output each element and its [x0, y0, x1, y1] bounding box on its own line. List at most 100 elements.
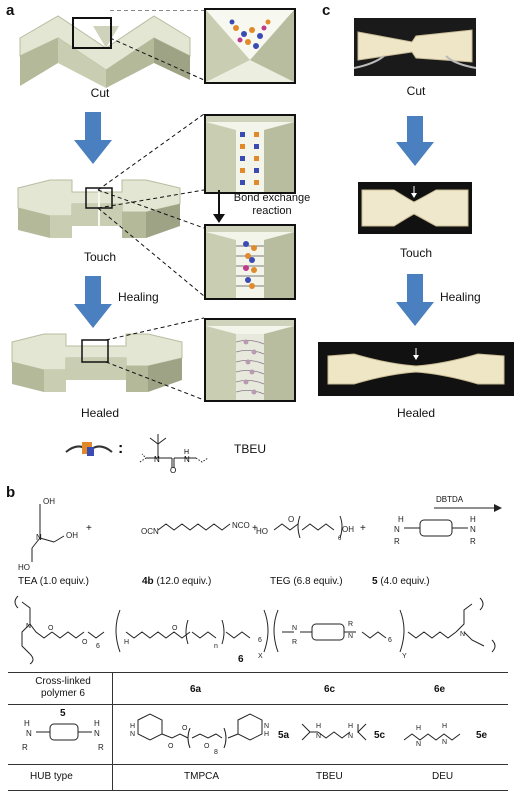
svg-text:H: H — [94, 719, 100, 728]
svg-text:6: 6 — [96, 643, 100, 650]
touch-label: Touch — [83, 250, 117, 264]
svg-text:8: 8 — [214, 749, 218, 756]
deu-structure: HN HN — [403, 723, 461, 748]
cut-photo — [354, 18, 476, 76]
reagent-4b-name: 4b — [142, 576, 154, 587]
down-arrow-icon — [74, 112, 112, 164]
row1-value-6a: 6a — [190, 684, 202, 695]
healed-label-a: Healed — [80, 406, 120, 420]
panel-b-letter: b — [6, 484, 16, 501]
panel-c-letter: c — [322, 2, 331, 19]
svg-text:H: H — [442, 723, 447, 730]
row3-value-tmpca: TMPCA — [184, 771, 219, 782]
cut-label: Cut — [90, 86, 110, 100]
svg-text:H: H — [398, 515, 404, 524]
panel-a-letter: a — [6, 2, 15, 19]
svg-text:N: N — [348, 733, 353, 740]
row2-value-5c: 5c — [374, 730, 386, 741]
cut-zoom-box — [204, 8, 296, 84]
svg-text:HO: HO — [256, 527, 268, 536]
svg-text:NCO: NCO — [232, 521, 250, 530]
table-rule-1 — [8, 704, 508, 705]
svg-text:HO: HO — [18, 563, 30, 572]
svg-text:R: R — [98, 743, 104, 752]
svg-text:Y: Y — [402, 653, 407, 660]
healed-zoom-dashes — [106, 317, 205, 401]
row1-header-line2: polymer 6 — [41, 688, 85, 699]
svg-text:R: R — [348, 621, 353, 628]
reagent-tea-name: TEA — [18, 576, 37, 587]
svg-text:OH: OH — [342, 525, 354, 534]
down-arrow-c-icon — [396, 116, 434, 166]
hub-5-structure: HNR HNR — [22, 719, 104, 752]
touch-zoom-dashes — [97, 113, 205, 297]
reagent-5: 5 (4.0 equiv.) — [372, 576, 430, 587]
touch-photo — [358, 182, 472, 234]
plus-2: + — [252, 523, 258, 534]
svg-text:N: N — [416, 741, 421, 748]
svg-text:H: H — [316, 723, 321, 730]
tbeu-diamine-structure: HN HN — [301, 723, 367, 741]
tbeu-legend-symbol-icon — [65, 442, 113, 456]
svg-text:O: O — [288, 515, 294, 524]
svg-text:R: R — [470, 537, 476, 546]
svg-text:H: H — [348, 723, 353, 730]
svg-text:N: N — [460, 631, 465, 638]
svg-text:O: O — [170, 466, 176, 474]
healing-label-c: Healing — [440, 290, 481, 304]
catalyst-label: DBTDA — [436, 495, 464, 504]
svg-text:N: N — [94, 729, 100, 738]
svg-text:O: O — [172, 625, 178, 632]
reagent-4b: 4b (12.0 equiv.) — [142, 576, 211, 587]
bond-exchange-zoom-box — [204, 224, 296, 300]
tbeu-structure: N O N H — [139, 434, 209, 474]
svg-text:OH: OH — [66, 531, 78, 540]
table-bottom-rule — [8, 790, 508, 791]
svg-text:N: N — [316, 733, 321, 740]
row1-value-6c: 6c — [324, 684, 336, 695]
svg-text:N: N — [26, 623, 31, 630]
svg-text:R: R — [394, 537, 400, 546]
svg-text:6: 6 — [388, 637, 392, 644]
svg-text:N: N — [264, 723, 269, 730]
healed-photo — [318, 342, 514, 396]
tmpca-structure: HN OO 8O NH — [130, 713, 269, 756]
reagent-tea: TEA (1.0 equiv.) — [18, 576, 89, 587]
svg-text:OCN: OCN — [141, 527, 159, 536]
svg-text:N: N — [348, 633, 353, 640]
svg-text:O: O — [48, 625, 54, 632]
healing-arrow-c-icon — [396, 274, 434, 326]
svg-text:N: N — [470, 525, 476, 534]
svg-text:H: H — [24, 719, 30, 728]
plus-3: + — [360, 523, 366, 534]
svg-text:O: O — [204, 743, 210, 750]
healed-block-illustration — [11, 333, 183, 392]
table-column-divider — [112, 672, 113, 790]
row2-value-5a: 5a — [278, 730, 290, 741]
svg-text:O: O — [168, 743, 174, 750]
svg-text:N: N — [130, 731, 135, 738]
reagent-5-equiv: (4.0 equiv.) — [380, 576, 430, 587]
healing-label-a: Healing — [118, 290, 159, 304]
svg-text:N: N — [184, 455, 190, 464]
bond-exchange-line1: Bond exchange — [233, 192, 311, 204]
touch-label-c: Touch — [399, 246, 433, 260]
svg-text:X: X — [258, 653, 263, 660]
svg-text:6: 6 — [258, 637, 262, 644]
svg-text:H: H — [130, 723, 135, 730]
row2-header-number: 5 — [60, 708, 66, 719]
reagent-teg: TEG (6.8 equiv.) — [270, 576, 343, 587]
row1-header: Cross-linked polymer 6 — [20, 676, 106, 700]
reagent-5-name: 5 — [372, 576, 378, 587]
svg-text:6: 6 — [338, 536, 342, 542]
row1-value-6e: 6e — [434, 684, 446, 695]
bond-exchange-line2: reaction — [252, 205, 292, 217]
bond-exchange-label: Bond exchange reaction — [232, 192, 312, 218]
tbeu-legend-label: TBEU — [234, 442, 267, 456]
product-number: 6 — [238, 654, 244, 665]
svg-text:H: H — [470, 515, 476, 524]
svg-text:N: N — [154, 455, 160, 464]
row1-header-line1: Cross-linked — [35, 676, 91, 687]
svg-text:N: N — [36, 533, 42, 542]
